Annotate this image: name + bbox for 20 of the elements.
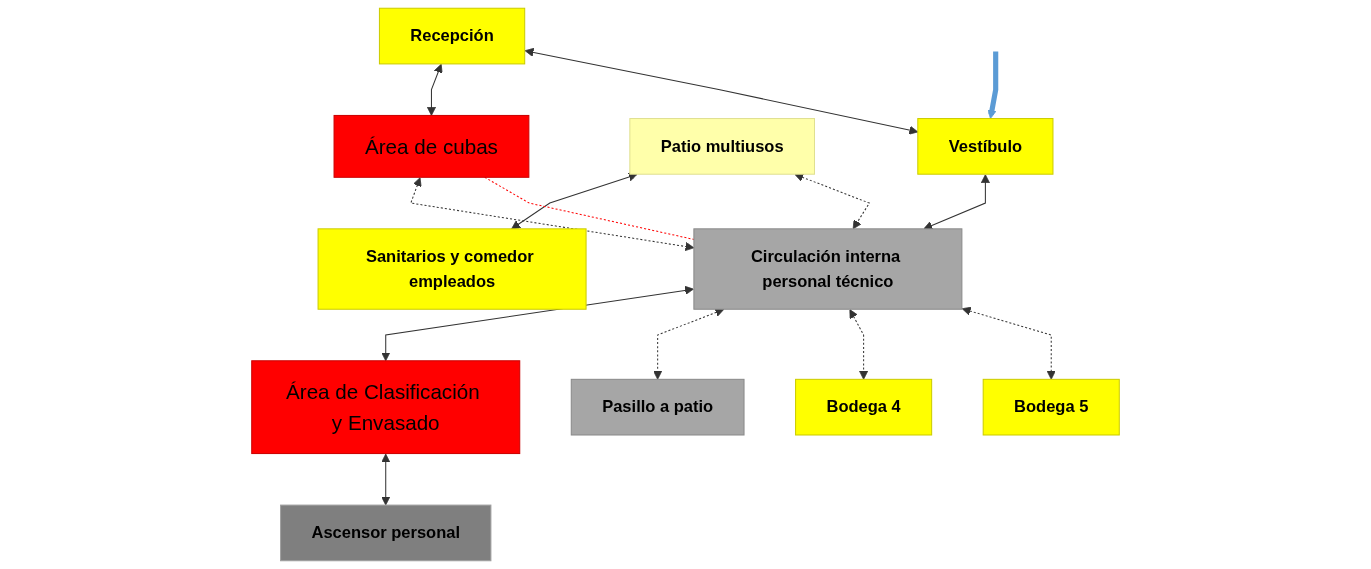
arrow: [381, 453, 391, 506]
node-box: Área de cubas: [333, 114, 530, 178]
node-box: Vestíbulo: [917, 118, 1054, 175]
arrow: [961, 306, 1056, 380]
node-box: Pasillo a patio: [570, 378, 745, 436]
arrow: [381, 285, 694, 362]
arrow: [653, 308, 725, 380]
arrow: [426, 63, 443, 116]
arrow: [987, 51, 999, 119]
node-box: Bodega 5: [982, 378, 1120, 436]
node-box: Recepción: [378, 7, 526, 65]
node-box: Área de Clasificación y Envasado: [251, 360, 521, 455]
arrow: [794, 173, 871, 230]
node-box: Patio multiusos: [629, 118, 815, 175]
arrow: [923, 174, 990, 230]
node-box: Circulación interna personal técnico: [693, 228, 963, 310]
node-box: Sanitarios y comedor empleados: [317, 228, 587, 310]
arrow: [849, 309, 869, 380]
node-box: Ascensor personal: [280, 504, 492, 562]
node-box: Bodega 4: [795, 378, 933, 436]
